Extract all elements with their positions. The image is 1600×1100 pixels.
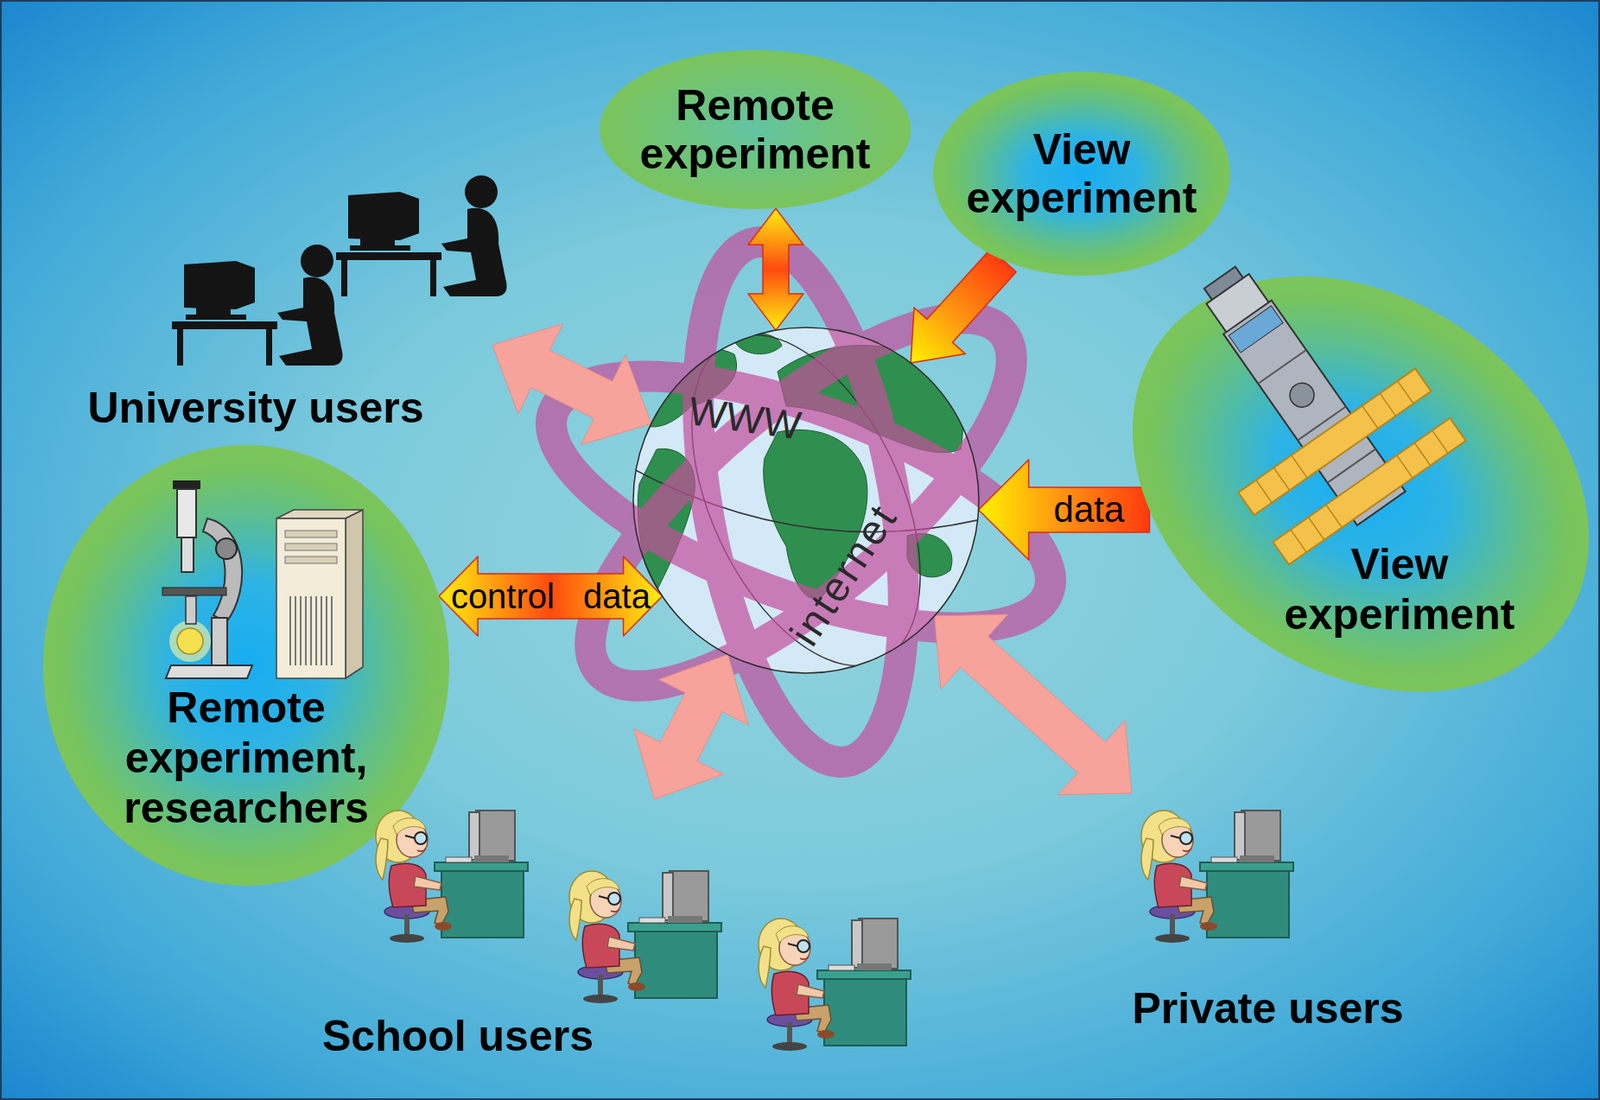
block-arrow xyxy=(634,653,749,800)
server-tower xyxy=(290,596,332,666)
user-silhouette xyxy=(336,175,508,297)
microscope xyxy=(177,628,204,654)
node-text: University users xyxy=(88,383,425,432)
server-tower xyxy=(285,530,337,538)
user-silhouette xyxy=(171,244,343,366)
globe-continents xyxy=(734,333,782,355)
pupil-at-computer xyxy=(375,810,528,943)
server-tower xyxy=(276,509,363,679)
microscope xyxy=(177,488,197,538)
server-tower xyxy=(345,509,363,679)
microscope xyxy=(162,587,227,596)
satellite xyxy=(1256,380,1448,553)
satellite xyxy=(1285,378,1320,413)
node-text: View experiment xyxy=(943,125,1220,223)
node-text: Private users xyxy=(1132,983,1404,1034)
microscope xyxy=(185,596,197,624)
pupil-at-computer xyxy=(1141,810,1294,943)
satellite xyxy=(1238,368,1431,515)
block-arrow xyxy=(438,556,662,636)
block-arrow xyxy=(934,614,1132,795)
microscope xyxy=(181,537,194,572)
user-group: University users xyxy=(69,167,493,438)
internet-globe: WWW internet xyxy=(632,326,980,674)
server-tower xyxy=(285,556,337,564)
experiment-ellipse xyxy=(933,71,1231,276)
microscope xyxy=(165,665,253,679)
microscope xyxy=(172,480,201,489)
node-text: View experiment xyxy=(1261,539,1538,640)
satellite xyxy=(1130,215,1470,571)
microscope xyxy=(169,620,211,662)
block-arrow xyxy=(978,459,1150,560)
node-text: WWW xyxy=(685,387,804,449)
internet-globe xyxy=(633,327,979,674)
node-text: School users xyxy=(322,1010,594,1061)
experiment-ellipse xyxy=(599,50,911,210)
node-text: Remote experiment xyxy=(612,81,898,178)
node-text: internet xyxy=(781,495,907,654)
microscope xyxy=(162,480,253,679)
server-tower xyxy=(285,543,337,551)
microscope xyxy=(211,617,228,668)
satellite xyxy=(1228,305,1283,353)
edge-label: control data xyxy=(450,577,651,616)
block-arrow xyxy=(910,248,1016,363)
microscope xyxy=(203,518,242,623)
satellite xyxy=(1272,418,1466,566)
block-arrow xyxy=(492,323,652,445)
experiment-ellipse xyxy=(1052,190,1600,777)
block-arrow xyxy=(748,208,804,331)
node-text: Remote experiment, researchers xyxy=(107,682,385,833)
pupil-at-computer xyxy=(569,870,722,1004)
server-tower xyxy=(276,518,346,679)
edge-label: data xyxy=(1053,488,1125,530)
experiment-ellipse: Remote experiment xyxy=(598,49,912,210)
pupil-at-computer xyxy=(758,918,911,1051)
experiment-ellipse: View experiment xyxy=(932,70,1232,277)
microscope xyxy=(215,538,237,559)
